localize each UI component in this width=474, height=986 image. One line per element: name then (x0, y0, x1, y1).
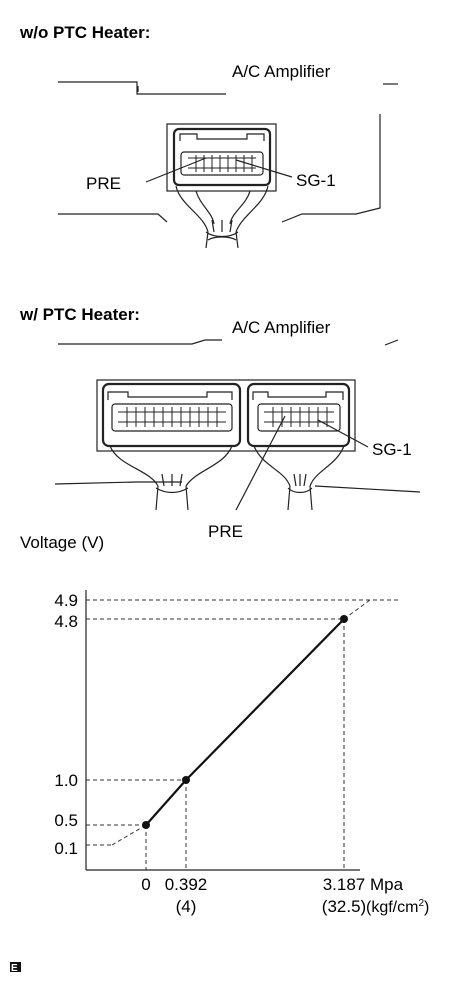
pin-leaders-2 (235, 415, 369, 511)
x-tick-label-0: 0 (141, 875, 150, 894)
chart-ylabel: Voltage (V) (20, 533, 104, 552)
extension-low (111, 824, 147, 846)
y-tick-label-2: 1.0 (54, 771, 78, 790)
connector-left-w-ptc (101, 382, 242, 511)
pin-label-sg1-2: SG-1 (372, 440, 412, 459)
chart-voltage-pressure: Voltage (V) 4.9 4.8 1.0 0.5 0.1 0 0.392 (4) 3.1… (20, 533, 429, 916)
connector-wo-ptc (166, 123, 277, 249)
data-point-1 (182, 776, 190, 784)
amplifier-label-2: A/C Amplifier (232, 318, 331, 337)
chart-xlabel-mpa: Mpa (370, 875, 404, 894)
pin-leaders-1 (145, 157, 293, 183)
amplifier-label-1: A/C Amplifier (232, 62, 331, 81)
chart-axes (85, 590, 360, 871)
chart-x-ticks: 0 0.392 (4) 3.187 (32.5) (141, 875, 366, 916)
x-tick-label-2: 3.187 (323, 875, 366, 894)
chart-xlabel-kgf-end: ) (424, 899, 429, 916)
pin-label-pre-1: PRE (86, 174, 121, 193)
chart-points (142, 615, 348, 829)
series-line (145, 618, 345, 826)
y-tick-label-0: 4.9 (54, 591, 78, 610)
amplifier-housing-1 (58, 81, 398, 223)
chart-guide-lines (86, 599, 400, 870)
pin-label-pre-2: PRE (208, 522, 243, 541)
section-w-ptc: w/ PTC Heater: A/C Amplifier (19, 305, 421, 541)
x-tick-label-1: 0.392 (165, 875, 208, 894)
footer-mark-glyph-bg (10, 962, 21, 972)
data-point-2 (340, 615, 348, 623)
amplifier-housing-2 (54, 339, 421, 493)
y-tick-label-1: 4.8 (54, 612, 78, 631)
connector-right-w-ptc (246, 382, 351, 511)
y-tick-label-3: 0.5 (54, 811, 78, 830)
y-tick-label-4: 0.1 (54, 839, 78, 858)
chart-y-ticks: 4.9 4.8 1.0 0.5 0.1 (54, 591, 78, 858)
x-tick-sublabel-1: (4) (176, 897, 197, 916)
extension-high (343, 599, 371, 620)
chart-series-lines (111, 599, 371, 846)
pin-label-sg1-1: SG-1 (296, 171, 336, 190)
heading-wo-ptc: w/o PTC Heater: (19, 23, 150, 42)
footer-mark-text: E (11, 963, 18, 974)
chart-xlabel-kgf: (kgf/cm2) (366, 898, 429, 916)
footer-mark: E (10, 962, 21, 974)
x-tick-sublabel-2: (32.5) (322, 897, 366, 916)
connector-frame-2 (96, 379, 356, 452)
chart-xlabel-kgf-sup: 2 (418, 898, 424, 909)
chart-xlabel-kgf-main: (kgf/cm (366, 899, 418, 916)
section-wo-ptc: w/o PTC Heater: A/C Amplifier (19, 23, 398, 249)
heading-w-ptc: w/ PTC Heater: (19, 305, 140, 324)
data-point-0 (142, 821, 150, 829)
